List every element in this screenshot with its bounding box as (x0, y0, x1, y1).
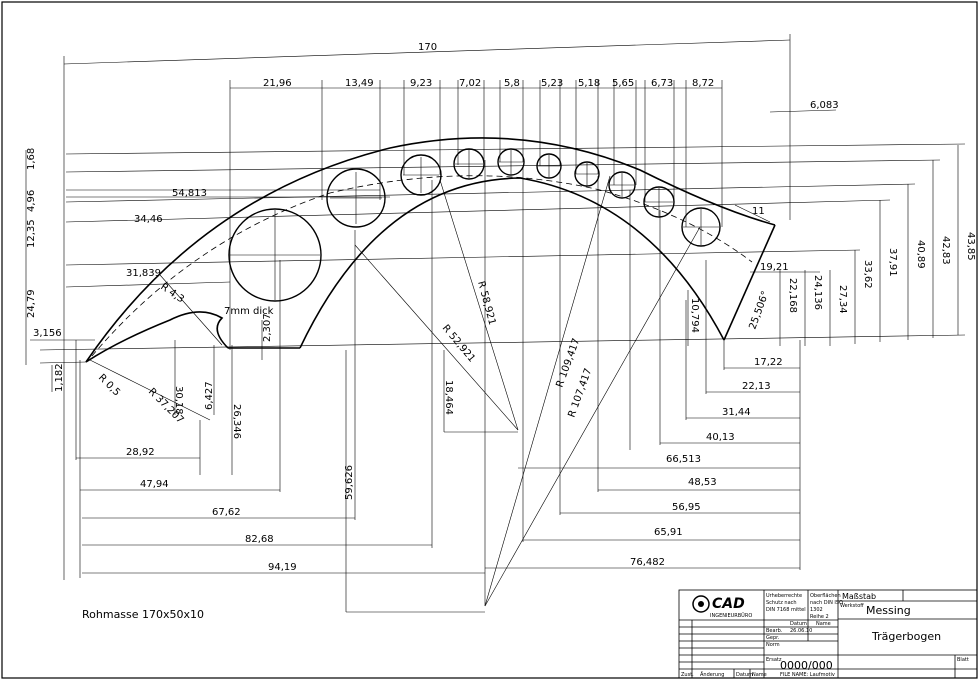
part-outline (85, 137, 776, 363)
note-gepr: Gepr. (766, 635, 780, 641)
material-value: Messing (866, 604, 911, 617)
dim-bottom-left-3: 67,62 (212, 507, 241, 518)
dim-top-6: 5,23 (541, 78, 563, 89)
scale-label: Maßstab (842, 592, 876, 601)
note-ersatz: Ersatz (766, 657, 782, 663)
dim-bottom-right-8: 65,91 (654, 527, 683, 538)
dimension-labels: 170 21,96 13,49 9,23 7,02 5,8 5,23 5,18 … (26, 42, 976, 573)
dim-bottom-right-5: 66,513 (666, 454, 701, 465)
note-oberflaechen: Oberflächen (810, 593, 841, 599)
note-reihe: Reihe 2 (810, 614, 829, 620)
raw-dimensions-note: Rohmasse 170x50x10 (82, 608, 204, 621)
dim-left-v-2: 4,96 (26, 190, 37, 212)
dim-top-1: 21,96 (263, 78, 292, 89)
dim-right-v-1: 43,85 (965, 232, 976, 261)
dim-left-v-1: 1,68 (26, 148, 37, 170)
title-block-small-notes: Urheberrechte Schutz nach DIN 7168 mitte… (681, 593, 969, 678)
dim-mid-5: 18,464 (443, 380, 454, 415)
dim-mid-4: 26,346 (231, 404, 242, 439)
dim-right-v-8: 22,168 (787, 278, 798, 313)
center-arc-dashed (91, 175, 753, 357)
dim-left-v-4: 24,79 (26, 289, 37, 318)
note-din: DIN 7168 mittel (766, 607, 806, 613)
dim-bottom-right-2: 22,13 (742, 381, 771, 392)
dim-mid-6: 59,626 (344, 465, 355, 500)
dim-right-v-5: 33,62 (862, 260, 873, 289)
dim-bottom-right-1: 17,22 (754, 357, 783, 368)
note-werkstoff: Werkstoff (840, 603, 864, 609)
holes (228, 148, 721, 302)
dim-top-4: 7,02 (459, 78, 481, 89)
dim-right-v-4: 37,91 (887, 248, 898, 277)
radius-leaders (89, 175, 701, 607)
dim-top-3: 9,23 (410, 78, 432, 89)
dim-right-v-6: 27,34 (837, 285, 848, 314)
dim-mid-2: 30,18 (173, 386, 184, 415)
note-norm: Norm (766, 642, 780, 648)
row-zust: Zust. (681, 672, 694, 678)
dimension-lines (25, 34, 966, 613)
label-thickness: 7mm dick (224, 306, 274, 317)
dim-top-5: 5,8 (504, 78, 520, 89)
row-filename: FILE NAME: Laufmotiv (780, 672, 835, 678)
dim-left-h-4: 3,156 (33, 328, 62, 339)
row-aenderung: Änderung (700, 671, 724, 678)
logo-subtext: INGENIEURBÜRO (710, 612, 752, 619)
dim-right-misc-1: 11 (752, 206, 765, 217)
dim-mid-3: 6,427 (204, 381, 215, 410)
dim-bottom-right-7: 56,95 (672, 502, 701, 513)
dim-bottom-right-3: 31,44 (722, 407, 751, 418)
note-iso: nach DIN ISO (810, 600, 843, 606)
dim-top-7: 5,18 (578, 78, 600, 89)
dim-radius-2: R 0,5 (96, 372, 122, 398)
dim-bottom-left-2: 47,94 (140, 479, 169, 490)
name-label: Name (816, 621, 831, 627)
dim-left-h-2: 34,46 (134, 214, 163, 225)
dim-bottom-left-4: 82,68 (245, 534, 274, 545)
dim-bottom-right-6: 48,53 (688, 477, 717, 488)
dim-top-2: 13,49 (345, 78, 374, 89)
note-schutz: Schutz nach (766, 600, 797, 606)
row-datum: Datum (736, 672, 753, 678)
dim-bottom-right-9: 76,482 (630, 557, 665, 568)
dim-right-v-2: 42,83 (940, 236, 951, 265)
company-logo: CAD INGENIEURBÜRO (692, 595, 752, 619)
dim-right-v-7: 24,136 (812, 275, 823, 310)
note-bearb: Bearb. (766, 628, 783, 634)
dim-bottom-left-1: 28,92 (126, 447, 155, 458)
hole-centerlines (230, 150, 719, 300)
note-1302: 1302 (810, 607, 823, 613)
drawing-title: Trägerbogen (871, 630, 941, 643)
row-name: Name (752, 672, 767, 678)
dim-radius-1: R 4,3 (158, 281, 186, 305)
dim-right-misc-2: 19,21 (760, 262, 789, 273)
dim-bottom-left-5: 94,19 (268, 562, 297, 573)
dim-right-v-9: 10,794 (689, 298, 700, 333)
dim-left-h-3: 31,839 (126, 268, 161, 279)
blatt-label: Blatt (957, 657, 969, 663)
dim-left-v-3: 12,35 (26, 219, 37, 248)
dim-left-h-1: 54,813 (172, 188, 207, 199)
logo-text: CAD (712, 596, 745, 612)
dim-top-right: 6,083 (810, 100, 839, 111)
datum-label: Datum (790, 621, 807, 627)
note-urheber: Urheberrechte (766, 593, 802, 599)
dim-mid-1: 2,307 (262, 313, 273, 342)
dim-right-v-3: 40,89 (915, 240, 926, 269)
drawing-number: 0000/000 (780, 659, 833, 672)
title-block (678, 589, 978, 679)
dim-overall-width: 170 (418, 42, 437, 53)
dim-left-v-5: 1,182 (54, 363, 65, 392)
date-value: 26.06.10 (790, 628, 812, 634)
dim-top-8: 5,65 (612, 78, 634, 89)
dim-bottom-right-4: 40,13 (706, 432, 735, 443)
dim-right-angle: 25,506° (747, 290, 771, 331)
dim-top-9: 6,73 (651, 78, 673, 89)
dim-radius-7: R 107,417 (566, 367, 594, 419)
dim-top-10: 8,72 (692, 78, 714, 89)
